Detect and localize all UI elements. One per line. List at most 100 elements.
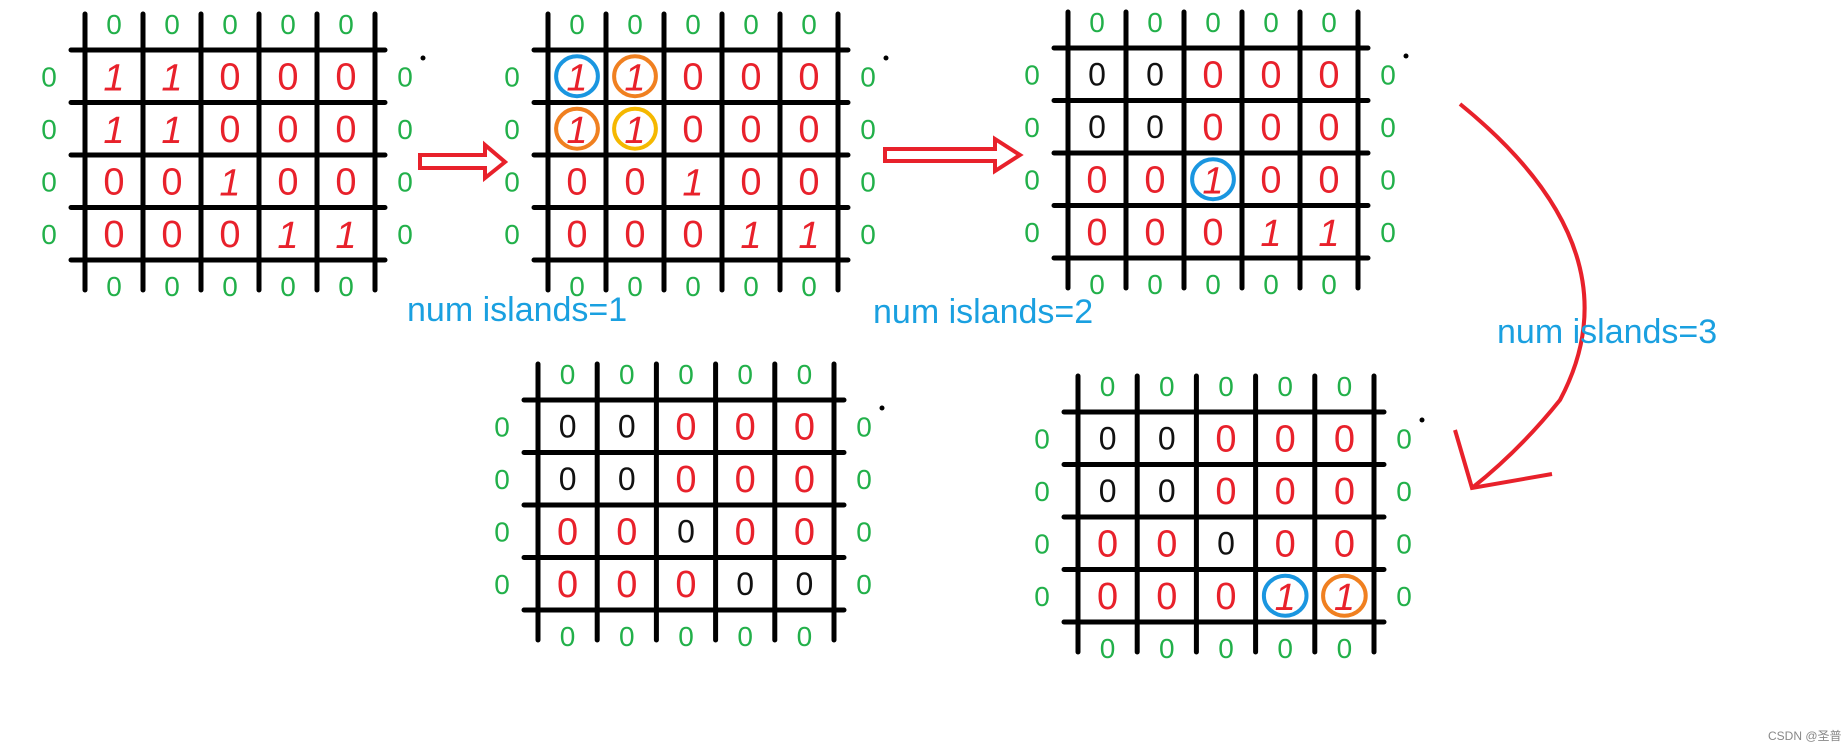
padding-zero: 0 [1205,269,1221,300]
padding-zero: 0 [797,621,813,652]
cell-water: 0 [1260,107,1281,149]
padding-zero: 0 [1396,423,1412,454]
cell-land: 1 [277,215,298,257]
padding-zero: 0 [1024,112,1040,143]
padding-zero: 0 [1277,633,1293,664]
padding-zero: 0 [743,271,759,302]
cell-water: 0 [1097,523,1118,565]
padding-zero: 0 [504,114,520,145]
cell-sunk: 0 [1158,420,1176,456]
cell-water: 0 [1097,576,1118,618]
padding-zero: 0 [1218,371,1234,402]
cell-water: 0 [616,511,637,553]
cell-water: 0 [1275,418,1296,460]
padding-zero: 0 [627,9,643,40]
cell-water: 0 [794,406,815,448]
cell-water: 0 [1334,471,1355,513]
cell-water: 0 [1144,159,1165,201]
padding-zero: 0 [1380,164,1396,195]
cell-water: 0 [1144,212,1165,254]
arrow-step-1 [418,140,509,183]
highlight-circle [612,106,658,151]
cell-water: 0 [740,109,761,151]
cell-water: 0 [1202,54,1223,96]
cell-water: 0 [1086,212,1107,254]
cell-water: 0 [1318,107,1339,149]
cell-water: 0 [735,406,756,448]
padding-zero: 0 [1380,217,1396,248]
padding-zero: 0 [1263,7,1279,38]
cell-water: 0 [735,511,756,553]
padding-zero: 0 [397,166,413,197]
cell-water: 0 [1275,471,1296,513]
padding-zero: 0 [569,9,585,40]
cell-water: 0 [624,161,645,203]
padding-zero: 0 [1034,423,1050,454]
padding-zero: 0 [860,61,876,92]
cell-water: 0 [624,214,645,256]
corner-dot [1419,417,1425,423]
cell-water: 0 [1318,159,1339,201]
highlight-circle [1261,573,1309,618]
cell-land: 1 [1318,213,1339,255]
padding-zero: 0 [801,271,817,302]
padding-zero: 0 [737,359,753,390]
cell-land: 1 [740,215,761,257]
padding-zero: 0 [1100,371,1116,402]
padding-zero: 0 [678,621,694,652]
padding-zero: 0 [685,271,701,302]
cell-water: 0 [1334,418,1355,460]
padding-zero: 0 [504,219,520,250]
cell-water: 0 [740,161,761,203]
highlight-circle [554,54,600,99]
padding-zero: 0 [569,271,585,302]
highlight-circle [1190,157,1236,202]
padding-zero: 0 [494,411,510,442]
padding-zero: 0 [164,9,180,40]
cell-land: 1 [161,110,182,152]
cell-sunk: 0 [736,566,754,602]
padding-zero: 0 [737,621,753,652]
cell-sunk: 0 [677,513,695,549]
cell-water: 0 [1202,107,1223,149]
cell-water: 0 [277,56,298,98]
padding-zero: 0 [1147,7,1163,38]
padding-zero: 0 [280,9,296,40]
padding-zero: 0 [1100,633,1116,664]
cell-land: 1 [1334,577,1355,619]
padding-zero: 0 [41,114,57,145]
padding-zero: 0 [1034,581,1050,612]
cell-water: 0 [161,214,182,256]
padding-zero: 0 [106,271,122,302]
cell-water: 0 [1275,523,1296,565]
corner-dot [1403,53,1409,59]
padding-zero: 0 [560,359,576,390]
padding-zero: 0 [41,61,57,92]
cell-water: 0 [798,109,819,151]
cell-water: 0 [566,161,587,203]
padding-zero: 0 [856,516,872,547]
cell-land: 1 [682,162,703,204]
highlight-circle [612,54,658,99]
cell-water: 0 [735,459,756,501]
cell-land: 1 [103,57,124,99]
padding-zero: 0 [560,621,576,652]
padding-zero: 0 [397,219,413,250]
padding-zero: 0 [801,9,817,40]
padding-zero: 0 [41,219,57,250]
padding-zero: 0 [397,114,413,145]
padding-zero: 0 [106,9,122,40]
cell-sunk: 0 [1088,56,1106,92]
cell-water: 0 [682,56,703,98]
padding-zero: 0 [1089,269,1105,300]
padding-zero: 0 [856,411,872,442]
cell-water: 0 [557,511,578,553]
cell-water: 0 [1318,54,1339,96]
padding-zero: 0 [627,271,643,302]
cell-land: 1 [219,162,240,204]
cell-land: 1 [1275,577,1296,619]
